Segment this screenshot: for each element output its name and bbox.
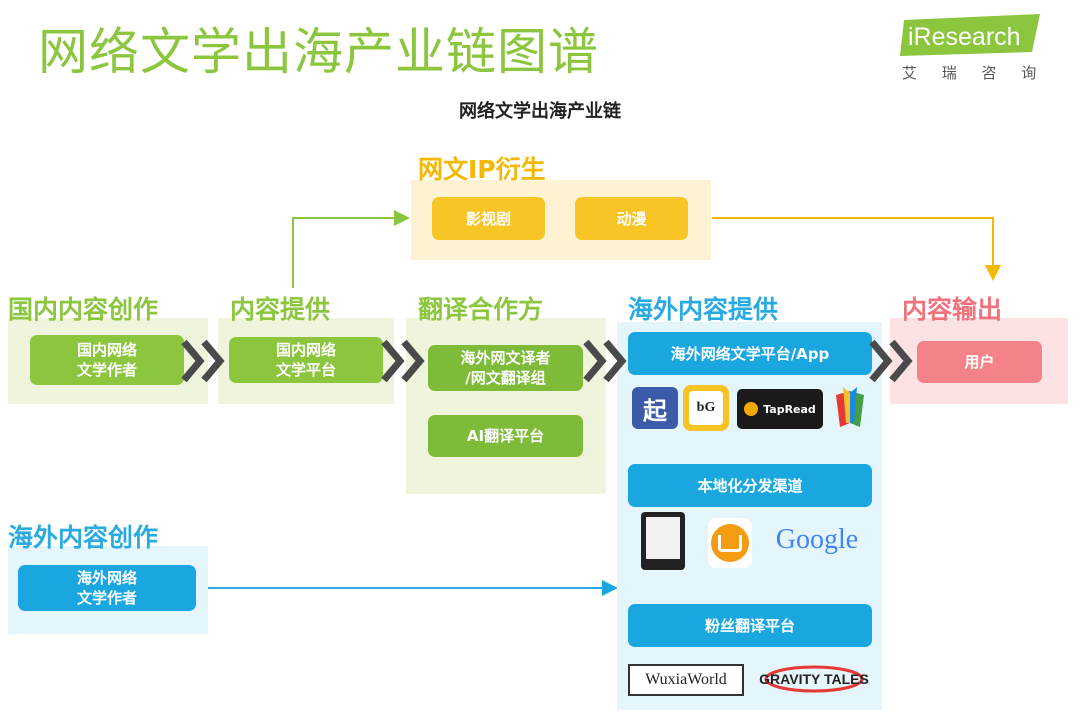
chevron-right-icon — [381, 339, 425, 383]
qidian-logo: 起 — [632, 387, 678, 429]
domestic-creation-header: 国内内容创作 — [8, 295, 159, 324]
qidian-logo-text: 起 — [643, 396, 667, 425]
overseas-creation-header: 海外内容创作 — [8, 523, 159, 552]
overseas-author-box: 海外网络 文学作者 — [18, 565, 196, 611]
chevron-right-icon — [181, 339, 225, 383]
gravity-tales-logo: GRAVITY TALES — [759, 662, 869, 696]
google-logo-text: Google — [775, 524, 859, 555]
tapread-logo-text: TapRead — [763, 402, 816, 416]
ibooks-logo-icon — [708, 518, 752, 568]
brand-logo: iResearch 艾 瑞 咨 询 — [900, 12, 1050, 82]
ip-anime-box: 动漫 — [575, 197, 688, 240]
wuxiaworld-logo-text: WuxiaWorld — [645, 671, 727, 688]
brand-cn: 艾 瑞 咨 询 — [902, 64, 1047, 82]
chevron-right-icon — [869, 339, 913, 383]
arrow-to-ip — [292, 210, 410, 288]
arrow-ip-to-output — [712, 217, 1001, 281]
ai-translation-box: AI翻译平台 — [428, 415, 583, 457]
translator-box: 海外网文译者 /网文翻译组 — [428, 345, 583, 391]
fan-translation-label: 粉丝翻译平台 — [628, 604, 872, 647]
page-title: 网络文学出海产业链图谱 — [38, 23, 599, 81]
ip-film-tv-box: 影视剧 — [432, 197, 545, 240]
tapread-logo: TapRead — [737, 389, 823, 429]
gravity-swoosh-icon — [764, 665, 864, 693]
bg-logo-text: bG — [696, 400, 716, 415]
diagram-subtitle: 网络文学出海产业链 — [459, 101, 621, 122]
gravity-tales-text: GRAVITY TALES — [759, 671, 869, 687]
chevron-right-icon — [583, 339, 627, 383]
content-provision-header: 内容提供 — [230, 295, 331, 324]
iresearch-logo-icon: iResearch — [900, 14, 1040, 56]
google-logo: Google — [772, 520, 862, 560]
overseas-provision-header: 海外内容提供 — [628, 295, 779, 324]
localized-distribution-label: 本地化分发渠道 — [628, 464, 872, 507]
ip-derivative-header: 网文IP衍生 — [418, 155, 546, 184]
book-stack-logo-icon — [830, 383, 870, 429]
brand-name: iResearch — [908, 23, 1021, 51]
user-box: 用户 — [917, 341, 1042, 383]
wuxiaworld-logo: WuxiaWorld — [628, 664, 744, 696]
kindle-logo-icon — [641, 512, 685, 570]
domestic-author-box: 国内网络 文学作者 — [30, 335, 184, 385]
tapread-badge-icon — [744, 402, 759, 416]
domestic-platform-box: 国内网络 文学平台 — [229, 337, 383, 383]
translation-header: 翻译合作方 — [418, 295, 544, 324]
bg-logo: bG — [683, 385, 729, 431]
output-header: 内容输出 — [902, 295, 1003, 324]
overseas-platform-label: 海外网络文学平台/App — [628, 332, 872, 375]
